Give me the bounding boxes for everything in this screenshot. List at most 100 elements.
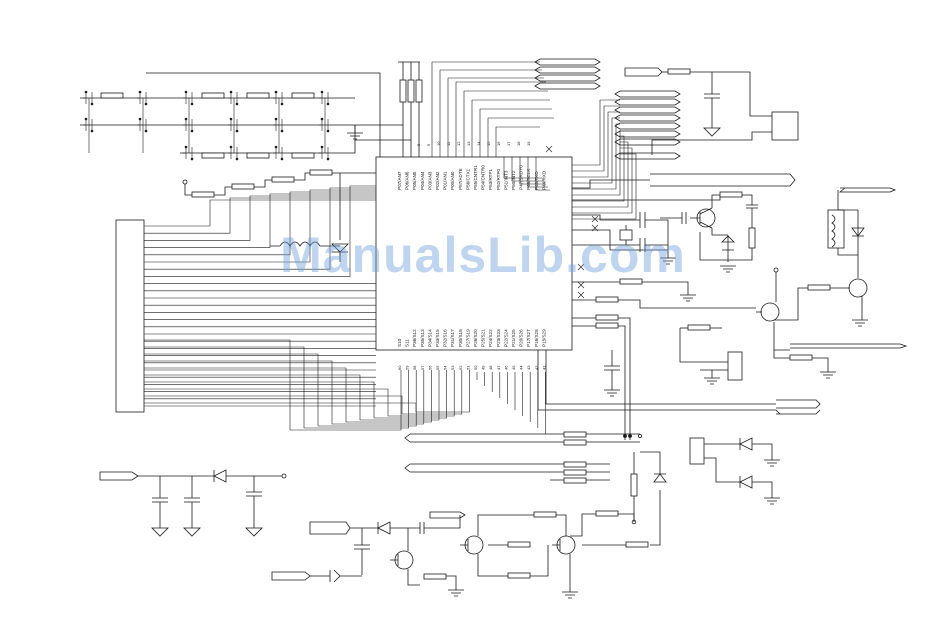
mcu-bottom-pin-label: P27/S19 bbox=[465, 329, 470, 347]
key-contact bbox=[184, 117, 188, 121]
net-flag bbox=[534, 58, 601, 66]
top-signal-wire bbox=[527, 157, 548, 188]
top-signal-wire bbox=[447, 77, 544, 157]
top-signal-wire bbox=[471, 99, 550, 157]
transistor-stage-right-mid bbox=[572, 267, 908, 440]
mcu-top-pin-label: P00/AN0 bbox=[450, 171, 455, 190]
mcu-body bbox=[375, 156, 573, 351]
net-flag bbox=[614, 114, 681, 122]
bus-wire bbox=[144, 195, 376, 241]
bus-wire-lower bbox=[144, 339, 402, 431]
mcu-top-pin-number: 12 bbox=[456, 141, 461, 146]
mcu-top-pin-number: 17 bbox=[506, 141, 511, 146]
mcu-bottom-pin-number: 47 bbox=[496, 365, 501, 370]
top-signal-wire bbox=[511, 157, 544, 182]
left-connector bbox=[115, 185, 470, 431]
mcu-bottom-pin-label: P25/S21 bbox=[481, 329, 486, 347]
oscillator-section bbox=[572, 212, 676, 265]
net-flag bbox=[534, 74, 601, 82]
mcu-top-pin-number: 19 bbox=[526, 141, 531, 146]
bus-wire-lower bbox=[144, 367, 432, 423]
mcu-bottom-pin-label: P33/S15 bbox=[435, 329, 440, 347]
key-contact bbox=[144, 129, 148, 133]
key-contact bbox=[184, 145, 188, 149]
bus-wire-lower bbox=[144, 370, 440, 421]
mcu-top-pin-number: 11 bbox=[446, 141, 451, 146]
right-signal-wire bbox=[572, 117, 620, 184]
key-contact bbox=[280, 102, 284, 106]
key-contact bbox=[229, 90, 233, 94]
net-flag bbox=[614, 98, 681, 106]
key-switch bbox=[228, 92, 238, 104]
mcu-top-pin-number: 14 bbox=[476, 141, 481, 146]
key-contact bbox=[190, 129, 194, 133]
mcu-bottom-pin-number: 53 bbox=[450, 365, 455, 370]
mcu-top-pin-label: P52/RTP0 bbox=[496, 168, 501, 190]
right-signal-wire bbox=[572, 99, 620, 166]
key-contact bbox=[190, 102, 194, 106]
connector-body bbox=[115, 219, 145, 413]
mcu-top-pin-label: P56/CTX1 bbox=[465, 168, 470, 190]
key-contact bbox=[138, 117, 142, 121]
mcu-top-pin-label: P51/INT3 bbox=[503, 170, 508, 190]
mcu-bottom-pin-label: P16/S28 bbox=[534, 329, 539, 347]
key-contact bbox=[190, 157, 194, 161]
key-switch bbox=[83, 92, 93, 104]
mcu-top-pin-label: P44/RXD bbox=[541, 170, 546, 190]
net-flag bbox=[614, 106, 681, 114]
key-contact bbox=[280, 129, 284, 133]
top-signal-wire bbox=[495, 126, 540, 157]
mcu-bottom-pin-label: P36/S12 bbox=[412, 329, 417, 347]
top-right-supply bbox=[624, 67, 799, 155]
mcu-bottom-pin-number: 58 bbox=[412, 365, 417, 370]
mcu-bottom-pin-label: S11 bbox=[405, 339, 410, 347]
key-switch bbox=[137, 92, 147, 104]
analog-input-network bbox=[182, 169, 376, 262]
net-flag bbox=[614, 138, 681, 146]
net-flag bbox=[614, 122, 681, 130]
key-switch bbox=[273, 147, 283, 159]
bus-wire-lower bbox=[144, 370, 455, 417]
bus-wire bbox=[144, 191, 376, 256]
mcu-top-pin-label: P47/SRDY0 bbox=[519, 165, 524, 190]
mcu-bottom-pin-number: 52 bbox=[458, 365, 463, 370]
key-contact bbox=[184, 90, 188, 94]
key-switch bbox=[319, 92, 329, 104]
mcu-bottom-pin-label: P24/S22 bbox=[488, 329, 493, 347]
ground-symbol bbox=[347, 125, 363, 140]
mcu-top-pin-label: P46/SCLK bbox=[526, 168, 531, 190]
mcu-bottom-pin-label: P26/S20 bbox=[473, 329, 478, 347]
mcu-top-pin-label: P07/AN7 bbox=[397, 171, 402, 190]
bus-wire bbox=[144, 193, 376, 248]
top-net-flags bbox=[534, 58, 681, 220]
mcu-bottom-pin-label: P35/S13 bbox=[420, 329, 425, 347]
power-supply bbox=[99, 469, 287, 537]
key-contact bbox=[144, 102, 148, 106]
key-contact bbox=[326, 102, 330, 106]
mcu-bottom-pin-number: 49 bbox=[481, 365, 486, 370]
mcu-top-pin-number: 13 bbox=[466, 141, 471, 146]
mcu-bottom-pin-number: 56 bbox=[427, 365, 432, 370]
bus-wire-lower bbox=[144, 370, 447, 419]
mcu-bottom-pin-number: 41 bbox=[541, 365, 546, 370]
mcu-top-pin-label: P54/CNTR0 bbox=[481, 165, 486, 190]
mcu-bottom-pin-label: P20/S26 bbox=[519, 329, 524, 347]
mcu-bottom-pin-number: 50 bbox=[473, 365, 478, 370]
bus-wire-lower bbox=[144, 370, 463, 415]
mcu-bottom-pin-number: 44 bbox=[519, 365, 524, 370]
key-contact bbox=[84, 117, 88, 121]
mcu-bottom-pin-number: 57 bbox=[420, 365, 425, 370]
mcu-bottom-pin-label: P17/S27 bbox=[526, 329, 531, 347]
bus-wire-lower bbox=[144, 353, 417, 427]
net-flag bbox=[534, 66, 601, 74]
key-contact bbox=[320, 90, 324, 94]
right-signal-wire bbox=[572, 141, 629, 208]
mcu-bottom-pin-number: 60 bbox=[397, 365, 402, 370]
mcu-top-pin-number: 18 bbox=[516, 141, 521, 146]
bus-wire bbox=[144, 187, 376, 270]
mcu-bottom-pin-label: P21/S25 bbox=[511, 329, 516, 347]
top-signal-wire bbox=[519, 157, 546, 185]
key-switch bbox=[137, 119, 147, 131]
key-switch bbox=[273, 119, 283, 131]
